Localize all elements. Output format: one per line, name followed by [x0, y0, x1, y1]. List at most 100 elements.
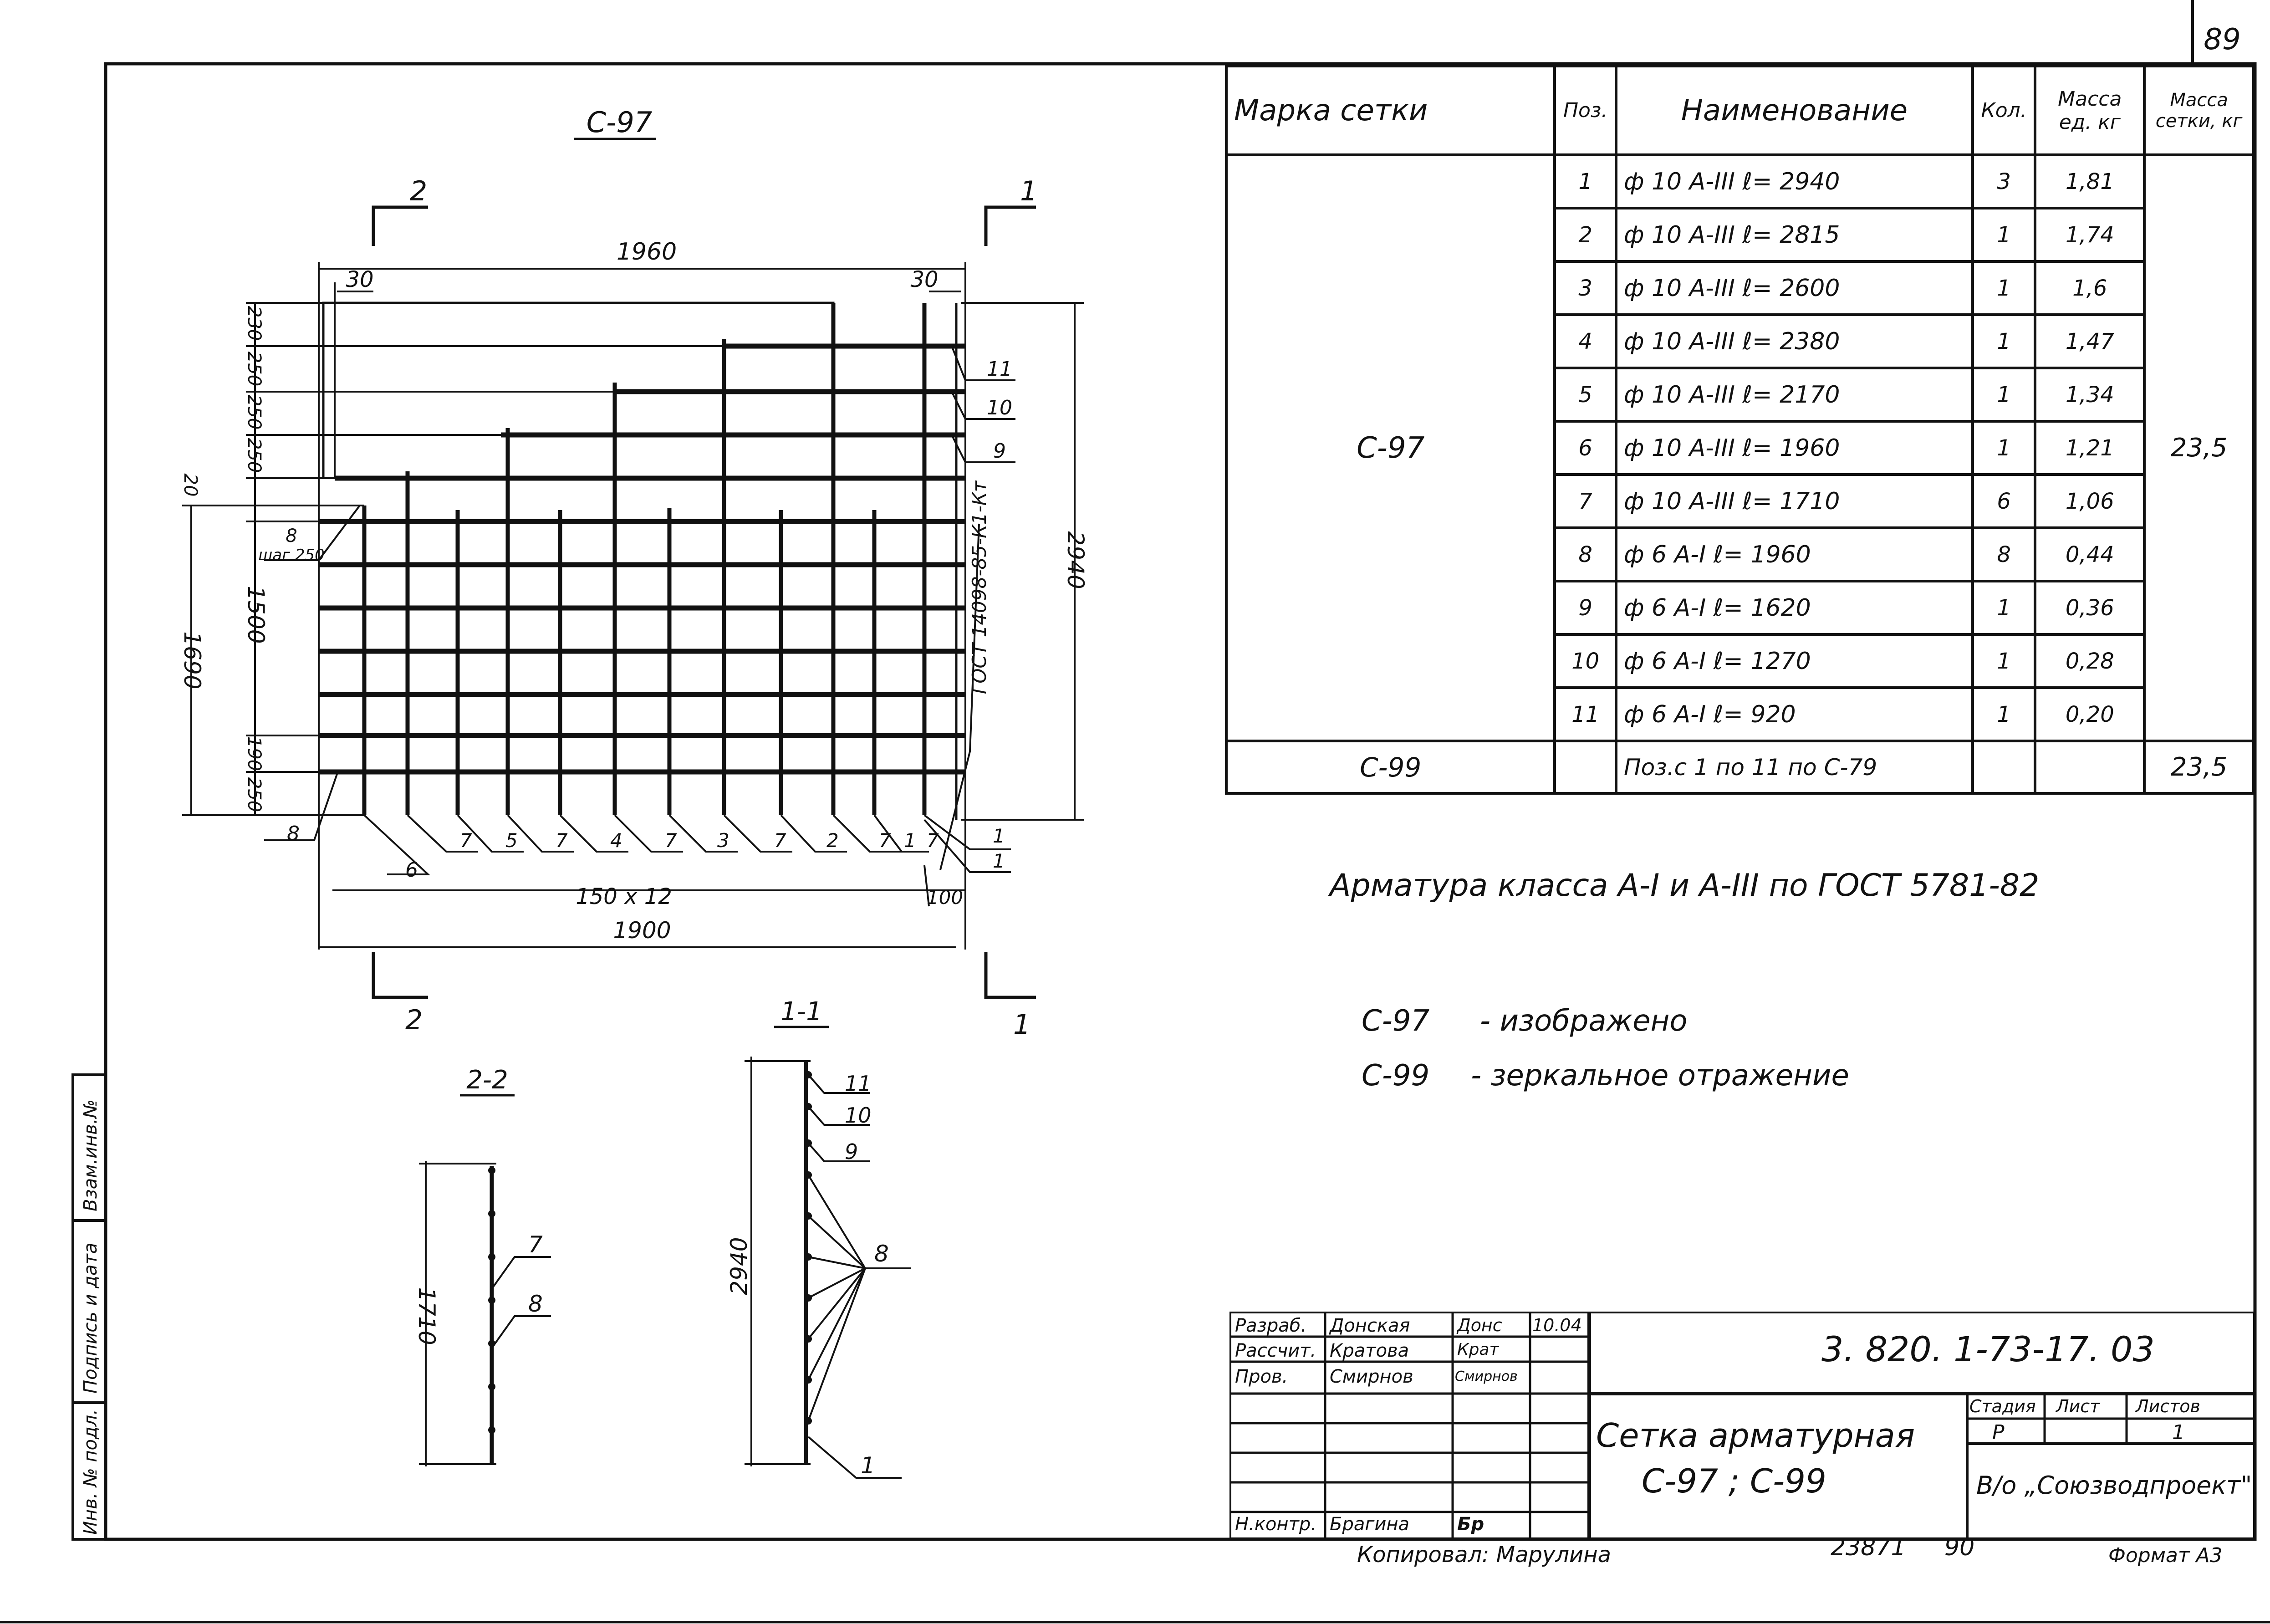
pos-bottom: 6: [405, 858, 418, 882]
dim-left-top-gap: 20: [180, 474, 201, 497]
dimension-lines: [182, 262, 1084, 950]
section-mark-1-bottom: 1: [1013, 1009, 1030, 1041]
pos-bottom: 1: [904, 829, 916, 852]
tb-role: Пров.: [1235, 1366, 1288, 1387]
section11-label-11: 11: [845, 1071, 872, 1096]
th-pos: Поз.: [1553, 65, 1617, 156]
section22-length: 1710: [413, 1287, 440, 1345]
pos-bottom: 7: [879, 829, 891, 852]
dim-left-bottom2: 250: [244, 777, 265, 812]
page-number: 89: [2204, 23, 2240, 56]
qty-cell: 1: [1971, 313, 2037, 369]
tb-role: Рассчит.: [1235, 1340, 1316, 1361]
pos-bottom: 1: [993, 850, 1005, 872]
sheets-value: 1: [2172, 1421, 2185, 1444]
name-cell: ф 6 А-I ℓ= 1270: [1614, 633, 1974, 689]
tb-name: Донская: [1330, 1315, 1410, 1336]
pos-bottom: 7: [927, 829, 939, 852]
pos-bottom: 7: [460, 829, 472, 852]
pos-bottom: 8: [287, 822, 300, 845]
pos-bottom: 1: [993, 825, 1005, 847]
section11-label-9: 9: [845, 1139, 858, 1164]
mark-c99: С-99: [1224, 740, 1556, 795]
name-cell: ф 10 А-III ℓ= 1710: [1614, 473, 1974, 529]
name-cell: ф 10 А-III ℓ= 2600: [1614, 260, 1974, 316]
pos-cell: 11: [1553, 686, 1617, 742]
section11-title: 1-1: [780, 997, 822, 1026]
specification-table: Марка сетки Поз. Наименование Кол. Масса…: [1224, 65, 2255, 795]
mass-cell: 1,6: [2034, 260, 2146, 316]
pos-bottom: 3: [717, 829, 729, 852]
mass-cell: 0,36: [2034, 580, 2146, 636]
note2-text: - зеркальное отражение: [1471, 1059, 1849, 1093]
tb-sign: Крат: [1457, 1340, 1499, 1359]
dim-spacing: 150 x 12: [576, 884, 672, 909]
section-mark-2-top: 2: [410, 175, 427, 207]
stage-label: Стадия: [1969, 1396, 2036, 1416]
stamp-vzam: Взам.инв.№: [80, 1099, 101, 1211]
section22-label-7: 7: [528, 1231, 543, 1258]
empty-cell: [2034, 740, 2146, 795]
name-cell: ф 10 А-III ℓ= 2380: [1614, 313, 1974, 369]
section11-length: 2940: [726, 1237, 752, 1295]
pos-right-11: 11: [987, 357, 1012, 381]
mark-c97: С-97: [1224, 153, 1556, 742]
format-label: Формат А3: [2108, 1544, 2223, 1567]
note1-text: - изображено: [1480, 1004, 1688, 1038]
pos-cell: 9: [1553, 580, 1617, 636]
sheets-label: Листов: [2136, 1396, 2200, 1416]
pos-bottom: 7: [665, 829, 677, 852]
mass-cell: 1,06: [2034, 473, 2146, 529]
pos-cell: 3: [1553, 260, 1617, 316]
pos-cell: 10: [1553, 633, 1617, 689]
mass-cell: 0,28: [2034, 633, 2146, 689]
qty-cell: 1: [1971, 420, 2037, 476]
th-qty: Кол.: [1971, 65, 2037, 156]
mass-cell: 1,74: [2034, 207, 2146, 263]
title-line2: С-97 ; С-99: [1642, 1462, 1826, 1500]
tb-sign: Бр: [1457, 1514, 1484, 1535]
name-cell: ф 10 А-III ℓ= 2815: [1614, 207, 1974, 263]
section22-title: 2-2: [466, 1065, 508, 1095]
tb-role: Разраб.: [1235, 1315, 1307, 1336]
name-cell: ф 6 А-I ℓ= 1960: [1614, 526, 1974, 582]
pos-cell: 5: [1553, 367, 1617, 423]
dim-step-4: 250: [244, 438, 265, 473]
pos-cell: 1: [1553, 153, 1617, 209]
qty-cell: 1: [1971, 207, 2037, 263]
title-block-frame: [1229, 1312, 2255, 1539]
gost-label: ГОСТ 14098-85-К1-Кт: [968, 480, 990, 694]
mass-total-c97: 23,5: [2143, 153, 2255, 742]
note1-mark: С-97: [1362, 1004, 1430, 1038]
pos-bottom: 7: [556, 829, 568, 852]
dim-step-3: 250: [244, 395, 265, 429]
qty-cell: 8: [1971, 526, 2037, 582]
pos-cell: 8: [1553, 526, 1617, 582]
qty-cell: 1: [1971, 260, 2037, 316]
section-mark-1-top: 1: [1020, 175, 1037, 207]
bottom-positions: 8 6 7 5 7 4 7 3 7 2 7 1 7 1 1: [287, 822, 1005, 882]
pos-bottom: 4: [610, 829, 622, 852]
mass-cell: 0,44: [2034, 526, 2146, 582]
tb-role: Н.контр.: [1235, 1514, 1316, 1535]
stage-value: Р: [1992, 1421, 2005, 1444]
tb-date: 10.04: [1532, 1315, 1582, 1335]
pos-cell: 4: [1553, 313, 1617, 369]
empty-cell: [1553, 740, 1617, 795]
stamp-inv-podl: Инв. № подл.: [80, 1409, 101, 1535]
qty-cell: 6: [1971, 473, 2037, 529]
mass-cell: 0,20: [2034, 686, 2146, 742]
mass-cell: 1,21: [2034, 420, 2146, 476]
pos-bottom: 5: [505, 829, 518, 852]
pos-right-10: 10: [987, 396, 1012, 419]
title-line1: Сетка арматурная: [1596, 1416, 1915, 1455]
qty-cell: 1: [1971, 633, 2037, 689]
plan-title: С-97: [587, 106, 653, 139]
mesh-outline: [322, 301, 958, 820]
name-cell: ф 10 А-III ℓ= 2170: [1614, 367, 1974, 423]
copied-by: Копировал: Марулина: [1357, 1542, 1611, 1568]
empty-cell: [1971, 740, 2037, 795]
name-cell: ф 6 А-I ℓ= 1620: [1614, 580, 1974, 636]
pos-bottom: 2: [826, 829, 839, 852]
